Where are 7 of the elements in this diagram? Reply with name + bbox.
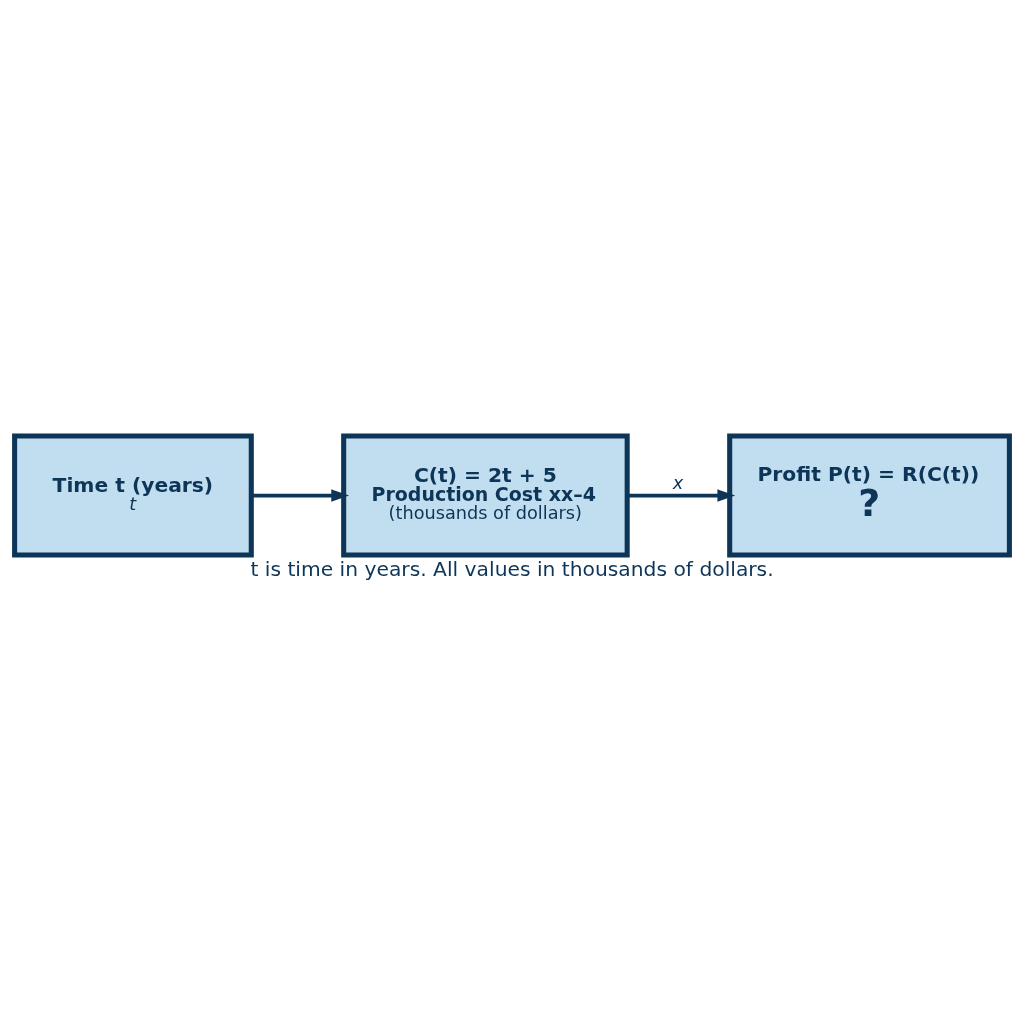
- arrow: [251, 489, 350, 502]
- node-box: C(t) = 2t + 5 Production Cost xx–4 (thousands of dollars): [341, 433, 630, 558]
- edge-label: x: [672, 473, 684, 494]
- node-box: Time t (years) t: [12, 433, 254, 558]
- caption: t is time in years. All values in thousands of dollars.: [250, 557, 774, 582]
- arrow: [627, 489, 736, 502]
- node-box: Profit P(t) = R(C(t)) ?: [727, 433, 1012, 558]
